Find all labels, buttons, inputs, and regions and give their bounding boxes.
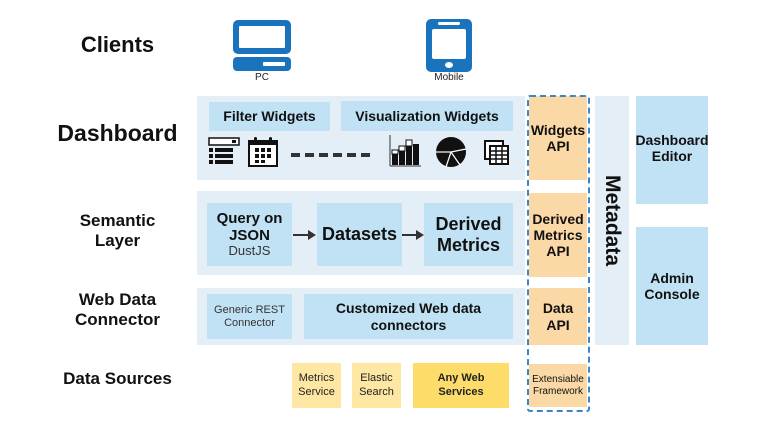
bar-chart-icon — [389, 135, 421, 167]
widgets-api-line2: API — [546, 138, 570, 154]
visualization-widgets-box: Visualization Widgets — [341, 101, 513, 131]
query-sub: DustJS — [228, 243, 271, 259]
derived-api-line1: Derived — [532, 210, 584, 227]
generic-line2: Connector — [224, 316, 275, 329]
row-label-clients: Clients — [80, 32, 155, 57]
source-metrics-line1: Metrics — [298, 371, 335, 384]
client-pc: PC — [231, 18, 293, 84]
client-mobile: Mobile — [421, 18, 477, 84]
source-elastic-line2: Search — [359, 385, 394, 398]
derived-api-line2: Metrics — [533, 226, 583, 243]
datasets-label: Datasets — [321, 224, 398, 245]
row-label-semantic-layer: Semantic Layer — [55, 211, 180, 250]
data-api-line1: Data — [542, 300, 574, 317]
arrow-datasets-to-derived — [402, 230, 424, 240]
metadata-panel — [595, 96, 629, 345]
admin-line1: Admin — [650, 269, 694, 286]
row-label-semantic-line2: Layer — [94, 230, 141, 250]
datasets-box: Datasets — [317, 203, 402, 266]
filter-widgets-box: Filter Widgets — [209, 102, 330, 131]
source-anyweb-line2: Services — [438, 385, 484, 398]
calendar-icon — [248, 137, 278, 167]
client-mobile-label: Mobile — [434, 72, 464, 83]
ellipsis-dashes — [291, 153, 370, 157]
row-label-web-data-connector: Web Data Connector — [55, 290, 180, 329]
editor-line2: Editor — [651, 148, 693, 165]
query-on-json-box: Query on JSON DustJS — [207, 203, 292, 266]
generic-line1: Generic REST — [214, 303, 285, 316]
api-layer-dashed-frame — [527, 95, 590, 412]
filter-list-icon — [208, 137, 240, 164]
source-metrics-line2: Service — [298, 385, 335, 398]
derived-line2: Metrics — [436, 234, 501, 255]
row-label-semantic-line1: Semantic — [79, 211, 156, 230]
mobile-phone-icon — [426, 19, 472, 72]
derived-api-line3: API — [546, 243, 570, 260]
dashboard-editor-box: Dashboard Editor — [635, 96, 709, 204]
admin-console-box: Admin Console — [636, 227, 708, 345]
filter-widgets-label: Filter Widgets — [223, 108, 316, 125]
data-api-line2: API — [546, 316, 570, 333]
desktop-computer-icon — [233, 20, 291, 71]
extensiable-framework-box: Extensiable Framework — [529, 364, 587, 407]
source-elastic-line1: Elastic — [360, 371, 393, 384]
arrow-query-to-datasets — [293, 230, 316, 240]
custom-line2: connectors — [370, 316, 447, 333]
framework-line2: Framework — [532, 385, 583, 397]
query-line1: Query on — [216, 209, 283, 227]
source-anyweb-line1: Any Web — [437, 371, 485, 384]
pie-chart-icon — [436, 137, 467, 168]
metadata-label: Metadata — [601, 174, 624, 267]
row-label-connector-line1: Web Data — [78, 290, 157, 309]
derived-metrics-api-box: Derived Metrics API — [529, 193, 587, 277]
framework-line1: Extensiable — [532, 374, 584, 385]
row-label-data-sources: Data Sources — [63, 369, 172, 388]
data-api-box: Data API — [529, 288, 587, 345]
widgets-api-box: Widgets API — [529, 96, 587, 180]
custom-line1: Customized Web data — [335, 300, 482, 317]
customized-web-data-connectors-box: Customized Web data connectors — [304, 294, 513, 339]
derived-line1: Derived — [435, 213, 502, 234]
row-label-dashboard: Dashboard — [57, 120, 178, 146]
derived-metrics-box: Derived Metrics — [424, 203, 513, 266]
widgets-api-line1: Widgets — [530, 121, 586, 138]
query-line2: JSON — [229, 227, 270, 245]
table-grid-icon — [484, 140, 509, 165]
editor-line1: Dashboard — [635, 132, 709, 148]
admin-line2: Console — [644, 286, 700, 302]
visualization-widgets-label: Visualization Widgets — [355, 107, 499, 124]
generic-rest-connector-box: Generic REST Connector — [207, 294, 292, 339]
client-pc-label: PC — [255, 72, 269, 83]
row-label-connector-line2: Connector — [75, 309, 160, 329]
